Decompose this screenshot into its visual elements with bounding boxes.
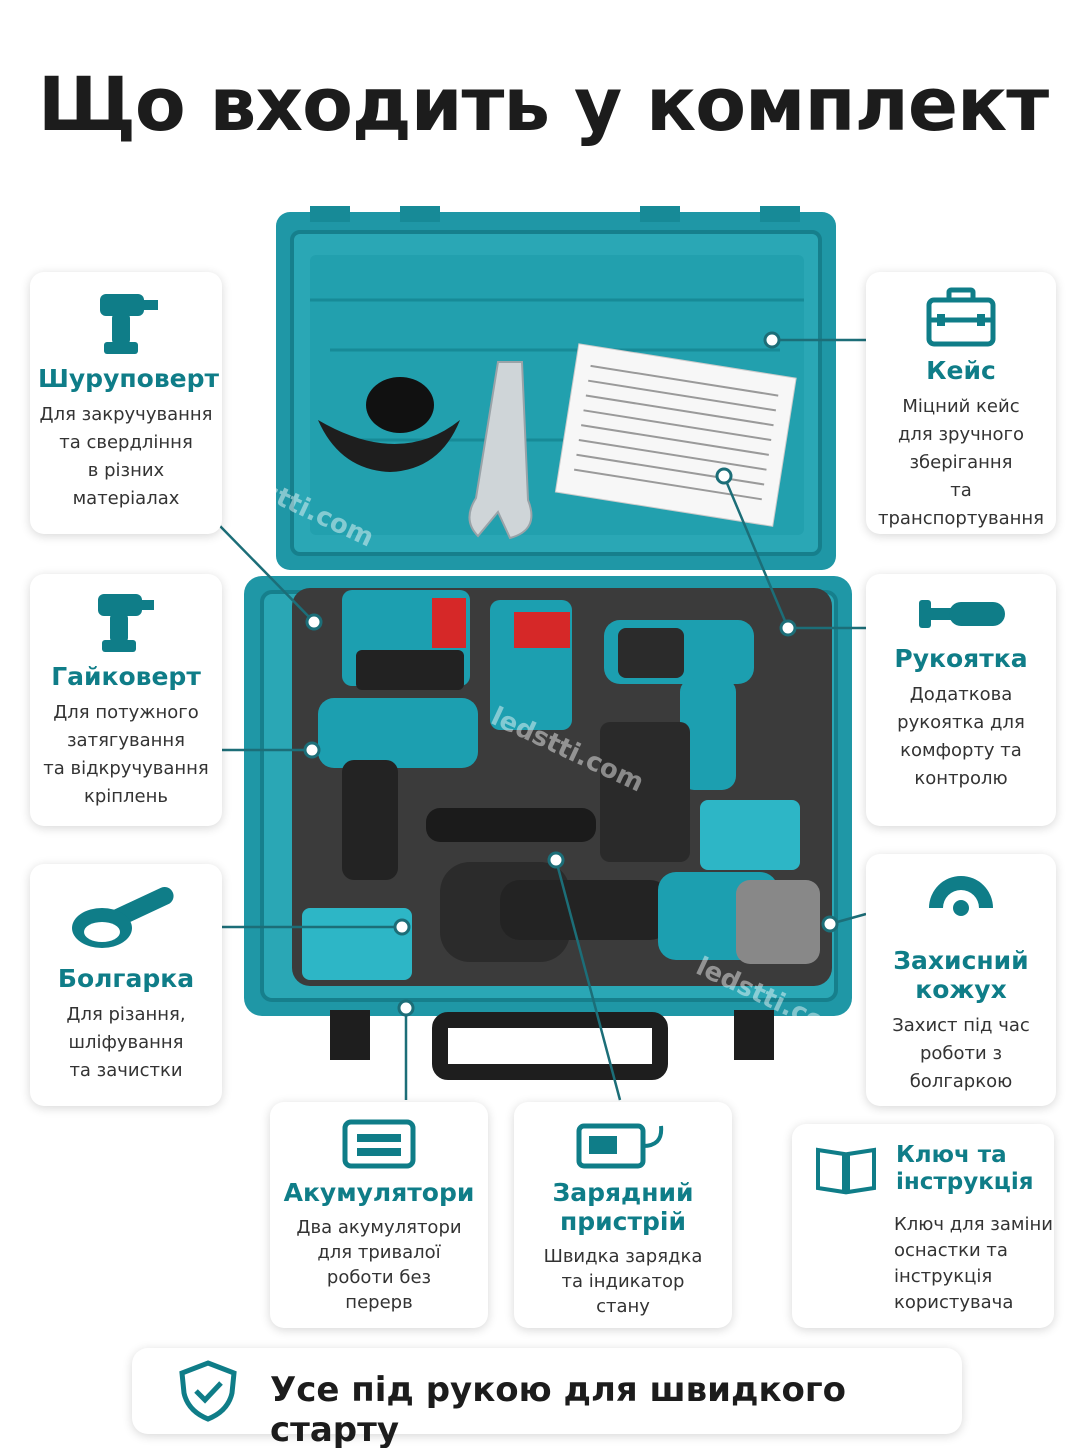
bottom-banner: Усе під рукою для швидкого старту <box>132 1348 962 1448</box>
card-title: Шуруповерт <box>38 364 219 393</box>
card-title: Болгарка <box>57 964 195 993</box>
battery-icon <box>342 1119 416 1169</box>
shield-check-icon <box>179 1360 237 1422</box>
side-handle-icon <box>919 600 1005 628</box>
charger-icon <box>576 1123 664 1169</box>
card-title: Кейс <box>926 356 996 385</box>
bottom-banner-text: Усе під рукою для швидкого старту <box>270 1370 847 1448</box>
angle-grinder-icon <box>72 887 174 948</box>
card-title: Гайковерт <box>51 662 201 691</box>
toolbox-icon <box>926 287 996 347</box>
watermark: ledstti.com <box>486 701 649 799</box>
book-icon <box>816 1147 876 1195</box>
card-title: Рукоятка <box>894 644 1028 673</box>
page-title: Що входить у комплект <box>37 62 1049 148</box>
drill-icon <box>100 294 158 354</box>
impact-wrench-icon <box>98 594 154 652</box>
guard-icon <box>929 876 993 916</box>
card-title: Акумулятори <box>283 1178 475 1207</box>
watermark: ledstti.com <box>691 951 854 1049</box>
watermark: ledstti.com <box>216 456 379 554</box>
